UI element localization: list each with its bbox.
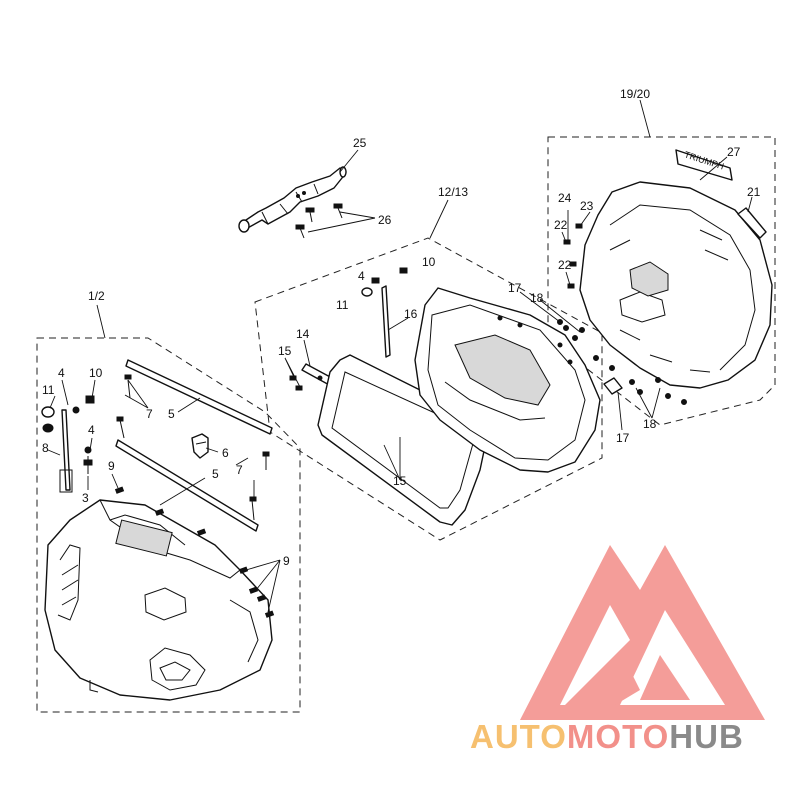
callout-17a: 17 xyxy=(508,281,522,295)
leader-lines xyxy=(47,99,753,613)
callout-7b: 7 xyxy=(236,463,243,477)
part-9-screws xyxy=(114,486,275,618)
callout-25: 25 xyxy=(353,136,367,150)
callout-6: 6 xyxy=(222,446,229,460)
callout-17b: 17 xyxy=(616,431,630,445)
part-19-20-lid xyxy=(579,181,773,389)
callout-5b: 5 xyxy=(212,467,219,481)
part-25-connector xyxy=(238,166,347,233)
callout-27: 27 xyxy=(727,145,741,159)
callout-5a: 5 xyxy=(168,407,175,421)
callout-18a: 18 xyxy=(530,291,544,305)
group-outline-19-20 xyxy=(547,136,776,426)
group-outline-1-2 xyxy=(36,337,301,713)
callout-15a: 15 xyxy=(278,344,292,358)
callout-26: 26 xyxy=(378,213,392,227)
callout-1-2: 1/2 xyxy=(88,289,105,303)
part-6-clip xyxy=(191,433,209,459)
part-17-18-fasteners xyxy=(557,319,687,405)
callout-14: 14 xyxy=(296,327,310,341)
callout-8: 8 xyxy=(42,441,49,455)
callout-15b: 15 xyxy=(393,474,407,488)
part-16-strap xyxy=(361,267,408,358)
part-7-bolts xyxy=(116,374,270,521)
callout-22a: 22 xyxy=(554,218,568,232)
callout-4a: 4 xyxy=(58,366,65,380)
callout-23: 23 xyxy=(580,199,594,213)
callout-11a: 11 xyxy=(42,383,55,397)
watermark-word-hub: HUB xyxy=(669,718,744,755)
watermark-word-auto: AUTO xyxy=(470,718,567,755)
callout-24: 24 xyxy=(558,191,572,205)
part-16-lid-shell xyxy=(414,287,601,473)
callout-labels: 1/2 4 10 11 4 8 3 9 7 5 6 7 5 9 12/13 4 … xyxy=(42,87,761,568)
watermark-word-moto: MOTO xyxy=(567,718,669,755)
callout-21: 21 xyxy=(747,185,761,199)
callout-7a: 7 xyxy=(146,407,153,421)
callout-22b: 22 xyxy=(558,258,572,272)
part-21-reflector xyxy=(737,207,767,239)
part-1-2-left-pannier xyxy=(44,499,273,701)
part-27-badge: TRIUMPH xyxy=(675,149,733,181)
part-22-24-fasteners xyxy=(563,223,583,289)
callout-19-20: 19/20 xyxy=(620,87,650,101)
part-5-straps xyxy=(115,359,273,532)
callout-9b: 9 xyxy=(283,554,290,568)
callout-18b: 18 xyxy=(643,417,657,431)
svg-text:AUTOMOTOHUB: AUTOMOTOHUB xyxy=(470,718,744,755)
callout-10b: 10 xyxy=(422,255,436,269)
callout-12-13: 12/13 xyxy=(438,185,468,199)
callout-4b: 4 xyxy=(88,423,95,437)
callout-11b: 11 xyxy=(336,298,349,312)
callout-3: 3 xyxy=(82,491,89,505)
callout-4c: 4 xyxy=(358,269,365,283)
callout-16: 16 xyxy=(404,307,418,321)
part-8-stay xyxy=(41,395,95,493)
callout-9a: 9 xyxy=(108,459,115,473)
watermark-logo xyxy=(520,545,765,720)
callout-10a: 10 xyxy=(89,366,103,380)
part-26-screws xyxy=(295,203,343,239)
